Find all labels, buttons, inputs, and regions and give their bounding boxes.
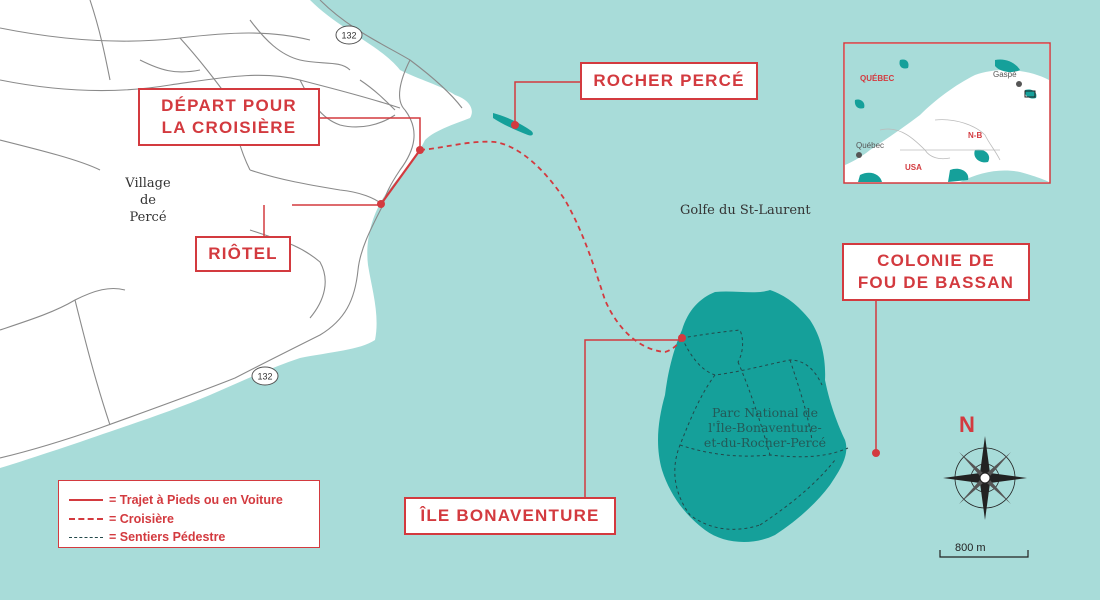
legend-dashed-line — [69, 518, 103, 520]
legend-row-dashed: = Croisière — [69, 512, 174, 526]
depart-dot — [416, 146, 424, 154]
colonie-dot — [872, 449, 880, 457]
callout-colonie: COLONIE DE FOU DE BASSAN — [842, 243, 1030, 301]
route-shield-north: 132 — [335, 25, 363, 45]
legend-solid-label: = Trajet à Pieds ou en Voiture — [109, 493, 283, 507]
inset-label-quebec: QUÉBEC — [860, 74, 895, 83]
scale-label: 800 m — [955, 542, 986, 554]
callout-colonie-line1: COLONIE DE — [877, 251, 995, 270]
label-parc-line3: et-du-Rocher-Percé — [703, 435, 827, 450]
cruise-route — [419, 140, 683, 353]
compass-north-label: N — [959, 412, 975, 437]
inset-label-nb: N-B — [968, 131, 983, 140]
inset-label-usa: USA — [905, 163, 922, 172]
label-village-perce: Village de Percé — [112, 175, 184, 226]
callout-depart: DÉPART POUR LA CROISIÈRE — [138, 88, 320, 146]
callout-depart-line1: DÉPART POUR — [161, 96, 297, 115]
callout-rocher-perce-label: ROCHER PERCÉ — [593, 71, 745, 90]
mainland — [0, 0, 472, 468]
callout-riotel: RIÔTEL — [195, 236, 291, 272]
callout-ile-bonaventure: ÎLE BONAVENTURE — [404, 497, 616, 535]
label-village-line3: Percé — [129, 210, 167, 225]
label-parc-line1: Parc National de — [711, 405, 819, 420]
ile-dot — [678, 334, 686, 342]
legend-trail-line — [69, 536, 103, 538]
label-village-line2: de — [139, 193, 156, 208]
legend-row-trail: = Sentiers Pédestre — [69, 530, 225, 544]
callout-depart-line2: LA CROISIÈRE — [161, 118, 297, 137]
label-village-line1: Village — [125, 176, 171, 191]
walking-route — [380, 149, 421, 205]
inset-label-quebec-city: Québec — [856, 141, 885, 150]
label-parc-line2: l'Île-Bonaventure- — [708, 420, 822, 435]
inset-map — [843, 42, 1051, 184]
route-shield-south: 132 — [251, 366, 279, 386]
svg-text:132: 132 — [341, 31, 356, 41]
legend-dashed-label: = Croisière — [109, 512, 174, 526]
callout-colonie-line2: FOU DE BASSAN — [857, 273, 1015, 292]
label-golfe: Golfe du St-Laurent — [680, 203, 811, 218]
callout-leaders — [263, 81, 877, 498]
callout-ile-bonaventure-label: ÎLE BONAVENTURE — [420, 506, 600, 525]
inset-label-gaspe: Gaspé — [993, 70, 1017, 79]
label-parc-national: Parc National de l'Île-Bonaventure- et-d… — [690, 405, 840, 450]
rocher-dot — [511, 121, 519, 129]
svg-text:132: 132 — [257, 372, 272, 382]
island-trails — [674, 329, 849, 530]
compass-rose — [943, 436, 1027, 520]
riotel-dot — [377, 200, 385, 208]
scale-bar — [939, 550, 1029, 558]
legend-solid-line — [69, 499, 103, 501]
legend-trail-label: = Sentiers Pédestre — [109, 530, 226, 544]
callout-rocher-perce: ROCHER PERCÉ — [580, 62, 758, 100]
legend: = Trajet à Pieds ou en Voiture = Croisiè… — [58, 480, 320, 548]
legend-row-solid: = Trajet à Pieds ou en Voiture — [69, 493, 283, 507]
callout-riotel-label: RIÔTEL — [208, 244, 278, 263]
ile-bonaventure-island — [658, 290, 847, 542]
road-network — [0, 0, 463, 459]
